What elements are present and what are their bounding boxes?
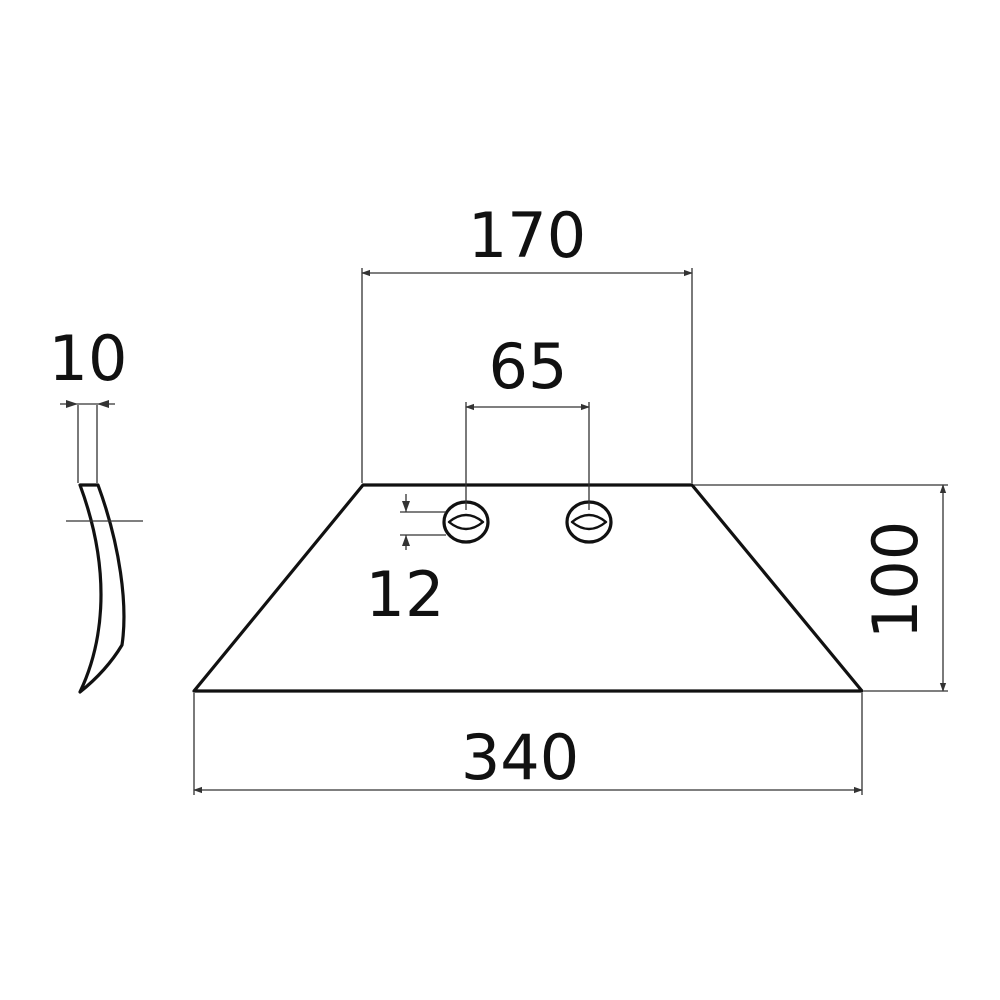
- side-profile-view: 10: [49, 322, 143, 694]
- hole-offset-arrow-top: [402, 501, 410, 512]
- top-width-label: 170: [468, 199, 586, 272]
- thickness-arrow-left: [66, 400, 78, 408]
- front-view: 170 65 12 100 340: [192, 199, 948, 795]
- thickness-arrow-right: [97, 400, 109, 408]
- bottom-width-label: 340: [461, 721, 579, 794]
- hole-offset-label: 12: [366, 558, 445, 631]
- hole-spacing-label: 65: [489, 330, 568, 403]
- hole-offset-arrow-bottom: [402, 535, 410, 546]
- share-outline: [192, 483, 864, 693]
- thickness-label: 10: [49, 322, 128, 395]
- profile-outline: [78, 483, 126, 694]
- height-label: 100: [859, 521, 932, 639]
